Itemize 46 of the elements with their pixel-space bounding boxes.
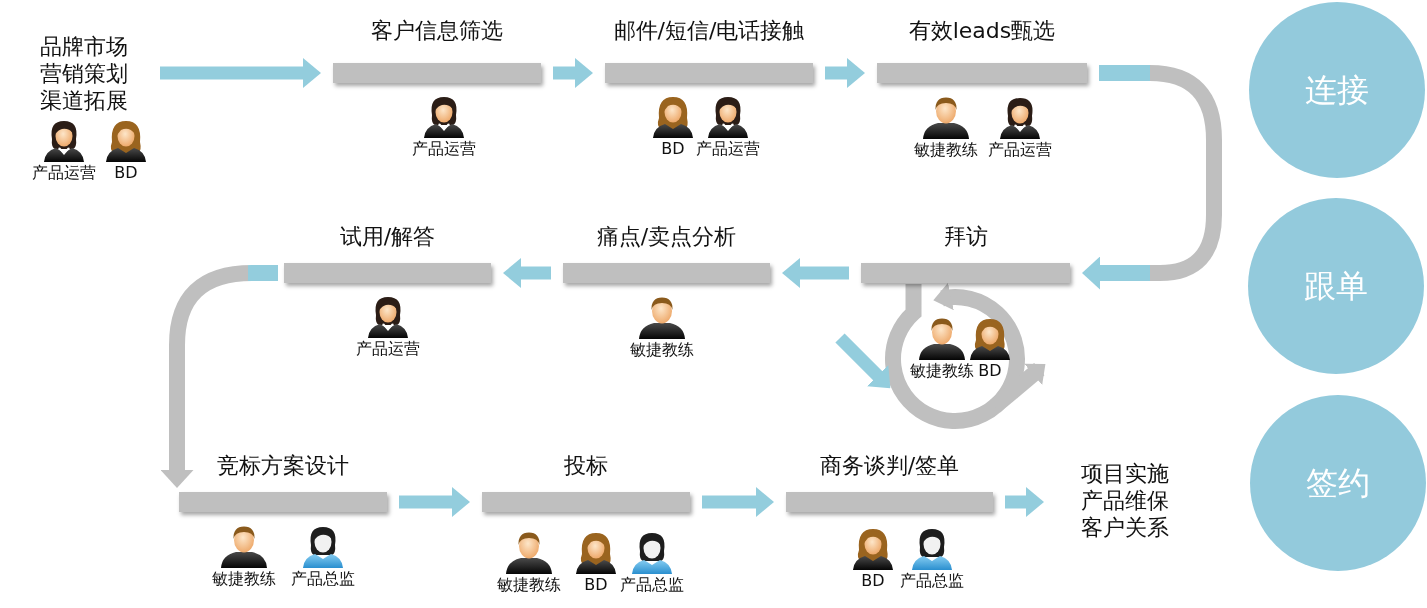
role-label: 产品运营 [988, 141, 1052, 159]
role-label: 敏捷教练 [497, 576, 561, 594]
role-label: 敏捷教练 [212, 570, 276, 588]
role-label: BD [661, 140, 685, 158]
flow-arrow [399, 487, 470, 517]
curved-flow-arrow [160, 265, 278, 488]
role-label: BD [584, 576, 608, 594]
step-title: 痛点/卖点分析 [596, 223, 737, 251]
step-title: 商务谈判/签单 [819, 452, 960, 480]
activity-text: 产品维保 [1081, 487, 1169, 514]
activity-text: 营销策划 [40, 60, 128, 87]
role-label: 敏捷教练 [630, 341, 694, 359]
activity-text: 项目实施 [1081, 460, 1169, 487]
flow-arrow [160, 58, 321, 88]
activity-text: 品牌市场 [40, 33, 128, 60]
flow-arrow [553, 58, 593, 88]
role-label: 产品总监 [900, 572, 964, 590]
stage-label: 连接 [1305, 70, 1369, 110]
role-label: 产品运营 [32, 164, 96, 182]
role-label: 产品运营 [696, 140, 760, 158]
role-label: 产品总监 [620, 576, 684, 594]
role-label: BD [861, 572, 885, 590]
step-title: 试用/解答 [339, 223, 436, 251]
flow-arrow [782, 258, 849, 288]
flow-arrow [825, 58, 865, 88]
stage-label: 签约 [1306, 463, 1370, 503]
flow-arrow [702, 487, 774, 517]
stage-label: 跟单 [1304, 266, 1368, 306]
activity-text: 客户关系 [1081, 514, 1169, 541]
role-label: 敏捷教练 [914, 141, 978, 159]
step-title: 有效leads甄选 [908, 17, 1056, 45]
flow-arrow [1005, 487, 1044, 517]
step-title: 竞标方案设计 [217, 452, 349, 480]
step-title: 拜访 [943, 223, 988, 251]
role-label: BD [114, 164, 138, 182]
role-label: 产品运营 [356, 340, 420, 358]
step-title: 邮件/短信/电话接触 [613, 17, 805, 45]
step-title: 投标 [564, 452, 608, 480]
role-label: 敏捷教练 [910, 362, 974, 380]
role-label: 产品总监 [291, 570, 355, 588]
step-title: 客户信息筛选 [371, 17, 503, 45]
role-label: BD [978, 362, 1002, 380]
activity-text: 渠道拓展 [40, 87, 128, 114]
flow-arrow [503, 258, 551, 288]
curved-flow-arrow [1082, 65, 1222, 290]
role-label: 产品运营 [412, 140, 476, 158]
